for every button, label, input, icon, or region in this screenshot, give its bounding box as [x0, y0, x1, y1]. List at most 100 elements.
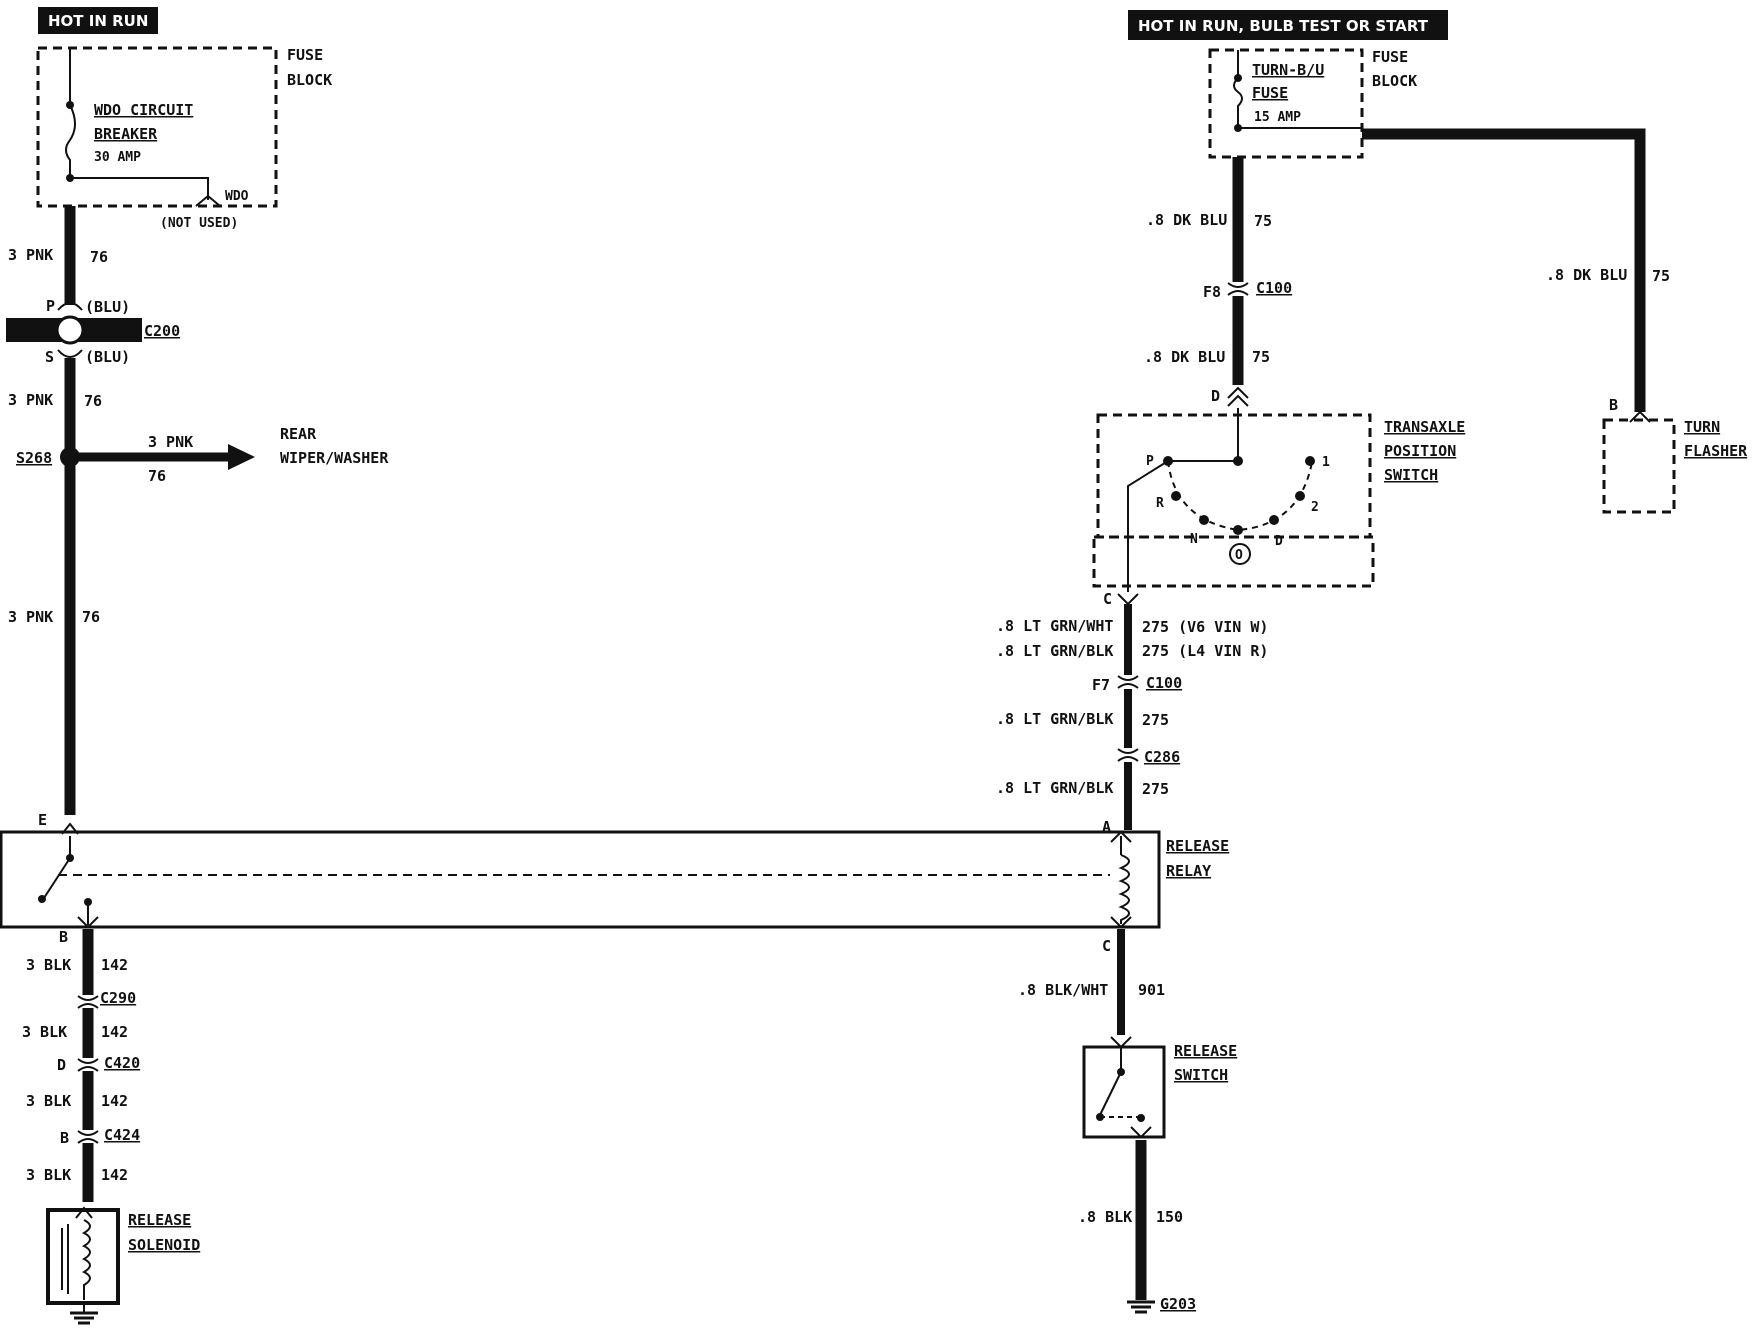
w5-gauge: 3 BLK — [22, 1023, 67, 1041]
c200-s-terminal-icon — [57, 349, 83, 358]
c200-pin-p: P — [46, 297, 55, 315]
fuse-name-2: FUSE — [1252, 84, 1288, 102]
w7-circuit: 142 — [101, 1166, 128, 1184]
breaker-label-2: BREAKER — [94, 125, 158, 143]
relay-pin-c: C — [1102, 937, 1111, 955]
c200-ring-icon — [55, 315, 85, 345]
turn-flasher-box — [1602, 418, 1676, 514]
flasher-label-2: FLASHER — [1684, 442, 1748, 460]
tps-pos-1: 1 — [1322, 455, 1330, 470]
c200-color-s: (BLU) — [85, 348, 130, 366]
c100b-label: C100 — [1146, 674, 1182, 692]
w4-circuit: 142 — [101, 956, 128, 974]
relay-c-terminal-icon — [1110, 916, 1132, 929]
transaxle-position-switch-box-lower — [1092, 535, 1375, 588]
rw2-circuit: 75 — [1252, 348, 1270, 366]
transaxle-position-switch-box — [1096, 413, 1372, 539]
branch-dest: REAR — [280, 425, 317, 443]
c100a-label: C100 — [1256, 279, 1292, 297]
flasher-pin: B — [1609, 396, 1618, 414]
relay-coil-icon — [1118, 854, 1130, 924]
rw2-gauge: .8 DK BLU — [1144, 348, 1225, 366]
c420-label: C420 — [104, 1054, 140, 1072]
tps-pos-d: D — [1275, 534, 1283, 549]
rw4-circuit: 275 — [1142, 711, 1169, 729]
c100a-connector-icon — [1227, 282, 1249, 296]
w4-gauge: 3 BLK — [26, 956, 71, 974]
rw6-gauge: .8 BLK/WHT — [1018, 981, 1108, 999]
c420-connector-icon — [77, 1058, 99, 1072]
c200-p-terminal-icon — [57, 302, 83, 311]
w6-gauge: 3 BLK — [26, 1092, 71, 1110]
flasher-feed-wire — [1362, 128, 1646, 412]
c420-pin: D — [57, 1056, 66, 1074]
relay-label: RELEASE — [1166, 837, 1229, 855]
relay-pin-b: B — [59, 928, 68, 946]
fuse-name: TURN-B/U — [1252, 61, 1324, 79]
solenoid-label-2: SOLENOID — [128, 1236, 200, 1254]
left-lower-circuit: B 3 BLK 142 C290 3 BLK 142 D C420 3 BLK … — [22, 928, 200, 1325]
relay-a-terminal-icon — [1110, 830, 1132, 843]
tps-pos-o-ring — [1229, 543, 1251, 565]
c100a-pin: F8 — [1203, 283, 1221, 301]
tps-pos-n: N — [1190, 532, 1198, 547]
c200-pin-s: S — [45, 348, 54, 366]
w6-circuit: 142 — [101, 1092, 128, 1110]
rw1-circuit: 75 — [1254, 212, 1272, 230]
right-fuse-block — [1208, 48, 1364, 159]
hot-in-run-bulb-test-label: HOT IN RUN, BULB TEST OR START — [1138, 17, 1429, 35]
release-switch-box — [1082, 1045, 1166, 1139]
not-used-label: (NOT USED) — [160, 216, 238, 231]
w5-circuit: 142 — [101, 1023, 128, 1041]
tps-pos-r: R — [1156, 496, 1164, 511]
release-switch-label: RELEASE — [1174, 1042, 1237, 1060]
w3-gauge: 3 PNK — [8, 608, 53, 626]
splice-label: S268 — [16, 449, 52, 467]
release-relay: RELEASE RELAY — [0, 830, 1229, 929]
fuse-amp: 15 AMP — [1254, 110, 1301, 125]
hot-in-run-bulb-test-banner — [1128, 10, 1448, 40]
tps-c-terminal-icon — [1117, 593, 1139, 606]
c286-connector-icon — [1117, 748, 1139, 762]
tps-label-3: SWITCH — [1384, 466, 1438, 484]
c200-label: C200 — [144, 322, 180, 340]
tps-p-output-lead — [1127, 460, 1169, 592]
c290-label: C290 — [100, 989, 136, 1007]
flasher-label: TURN — [1684, 418, 1720, 436]
tps-pin-d: D — [1211, 387, 1220, 405]
rw1-gauge: .8 DK BLU — [1146, 211, 1227, 229]
tps-pos-2: 2 — [1311, 500, 1319, 515]
relay-switch-pivot — [38, 895, 46, 903]
rw3-circuit: 275 (V6 VIN W) — [1142, 618, 1268, 636]
rw7-circuit: 150 — [1156, 1208, 1183, 1226]
w2-gauge: 3 PNK — [8, 391, 53, 409]
w2-circuit: 76 — [84, 392, 102, 410]
rw3b-gauge: .8 LT GRN/BLK — [996, 642, 1113, 660]
branch-gauge: 3 PNK — [148, 433, 193, 451]
right-fuse-block-label-2: BLOCK — [1372, 72, 1417, 90]
tps-arc — [1167, 460, 1313, 532]
relay-pin-a: A — [1102, 818, 1111, 836]
branch-arrow-icon — [228, 444, 255, 470]
w1-circuit: 76 — [90, 248, 108, 266]
branch-dest-2: WIPER/WASHER — [280, 449, 389, 467]
tps-contact-r — [1171, 491, 1181, 501]
breaker-amp-label: 30 AMP — [94, 150, 141, 165]
breaker-label: WDO CIRCUIT — [94, 101, 193, 119]
wdo-lead — [70, 177, 209, 200]
rw7-gauge: .8 BLK — [1078, 1208, 1132, 1226]
solenoid-coil-icon — [81, 1219, 91, 1300]
flasher-circuit: 75 — [1652, 267, 1670, 285]
release-switch-label-2: SWITCH — [1174, 1066, 1228, 1084]
tps-contact-o — [1233, 525, 1243, 535]
rw3-gauge: .8 LT GRN/WHT — [996, 617, 1113, 635]
solenoid-plunger-icon — [61, 1224, 69, 1294]
w1-gauge: 3 PNK — [8, 246, 53, 264]
relay-switch-blade — [43, 857, 71, 899]
tps-label: TRANSAXLE — [1384, 418, 1465, 436]
release-switch-blade — [1099, 1071, 1122, 1116]
tps-pos-p: P — [1146, 454, 1154, 469]
ground-label: G203 — [1160, 1295, 1196, 1313]
left-fuse-block-label: FUSE — [287, 46, 323, 64]
